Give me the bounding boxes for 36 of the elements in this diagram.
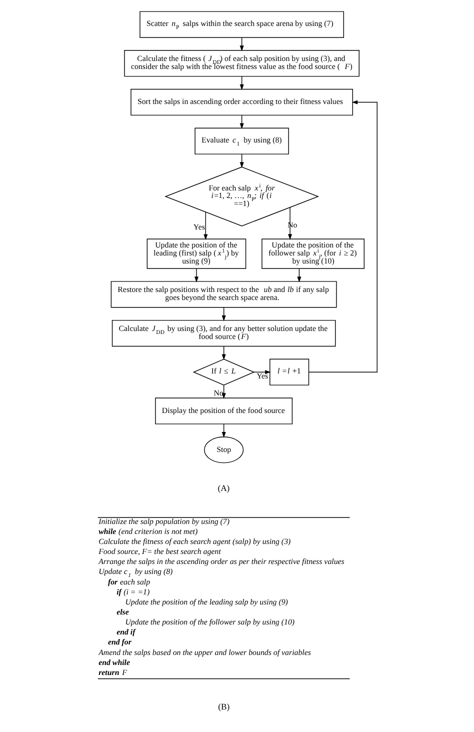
node-box: Evaluate c$_{1}$ by using (8) xyxy=(194,128,288,154)
label: (A) xyxy=(217,482,230,493)
label: for each salp xyxy=(107,577,150,586)
label: (B) xyxy=(218,702,230,712)
label: Arrange the salps in the ascending order as per their respective fitness values xyxy=(98,557,344,566)
arrow xyxy=(203,212,208,240)
label: Amend the salps based on the upper and lower bounds of variables xyxy=(98,648,310,657)
node-box: Scatter n$_{P}$ salps within the search space arena by using (7) xyxy=(139,11,344,38)
node-diamond: If l ≤ L xyxy=(192,358,254,386)
label: Update the position of the follower salp by using (10) xyxy=(124,618,294,627)
node-ellipse: Stop xyxy=(204,436,244,464)
label: Initialize the salp population by using (7) xyxy=(98,516,229,526)
node-box: Calculate the fitness (J$_{DD}$) of each salp position by using (3), and consider the salp with the lowest fitness value as the food source (F) xyxy=(124,50,359,77)
label: end for xyxy=(107,638,131,647)
label: Update the position of the leading salp by using (9) xyxy=(124,597,288,606)
arrow xyxy=(194,268,198,282)
label: while (end criterion is not met) xyxy=(98,526,198,536)
arrow xyxy=(288,207,292,240)
arrow xyxy=(308,100,377,372)
edge-label: Yes xyxy=(256,371,268,380)
node-box: Sort the salps in ascending order according to their fitness values xyxy=(130,88,352,116)
label: Food source, F= the best search agent xyxy=(98,547,220,556)
node-box: Update the position of the leading (first) salp (x$^{1}$$_{j}$) by using (9) xyxy=(146,238,246,269)
node-box: Display the position of the food source xyxy=(154,398,292,424)
node-box: Calculate J$_{DD}$ by using (3), and for any better solution update the food source (F) xyxy=(111,320,336,347)
label: end if xyxy=(116,628,135,637)
label: return F xyxy=(98,668,126,677)
node-box: l =l +1 xyxy=(269,358,309,386)
label: Update c$_{1}$ by using (8) xyxy=(98,567,172,580)
arrow xyxy=(253,370,270,374)
node-box: Update the position of the follower salp x$^{i}$$_{j}$, (for i ≥ 2) by using (10) xyxy=(261,238,364,269)
label: end while xyxy=(98,658,130,667)
label: Calculate the fitness of each search agent (salp) by using (3) xyxy=(98,536,290,546)
label: if (i = =1) xyxy=(116,587,150,596)
node-box: Restore the salp positions with respect to the ub and lb if any salp goes beyond the search space arena. xyxy=(110,281,336,308)
label: else xyxy=(116,608,128,617)
